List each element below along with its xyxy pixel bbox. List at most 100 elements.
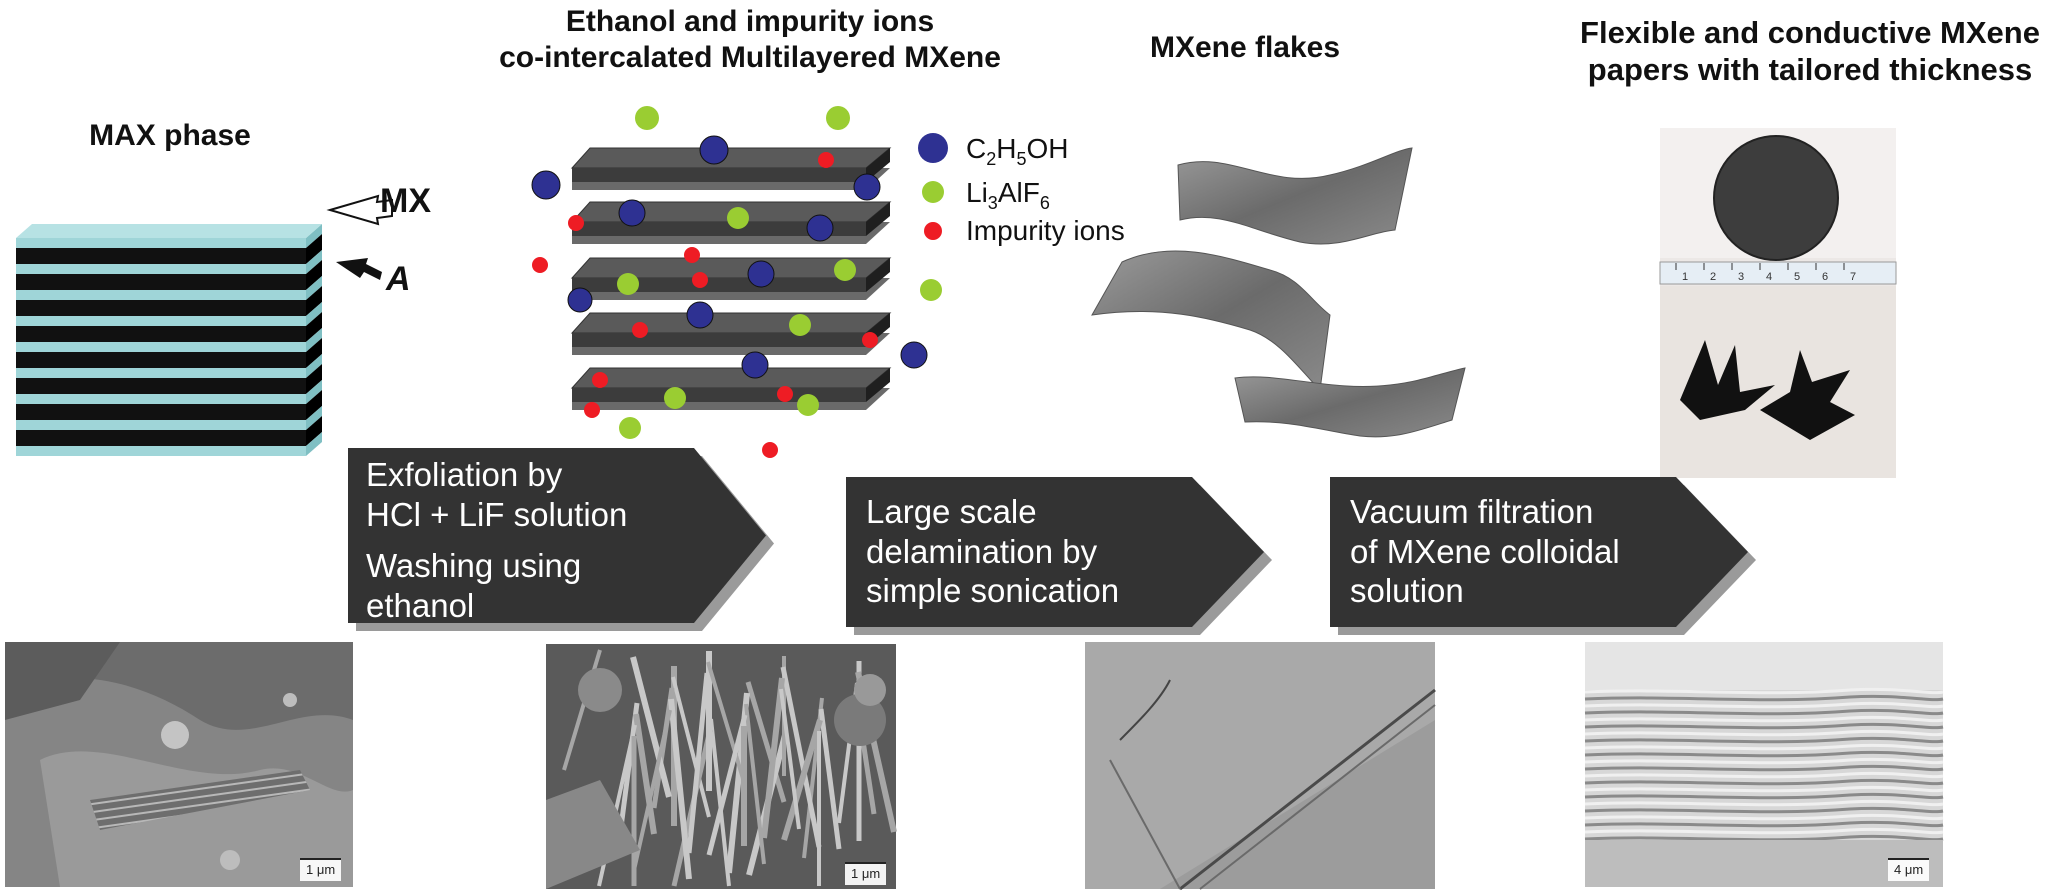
paper-layer: [1584, 764, 1944, 772]
max-layer-side: [306, 260, 322, 290]
ethanol-ion: [747, 260, 775, 288]
sem-image-max: [5, 642, 353, 887]
origami-left: [1680, 340, 1775, 420]
max-layer: [16, 404, 306, 420]
li3alf6-ion: [797, 394, 819, 416]
max-layer: [16, 264, 306, 274]
nanorod: [630, 656, 672, 798]
max-layer-side: [306, 312, 322, 342]
max-layer-side: [306, 354, 322, 378]
max-layer: [16, 274, 306, 290]
paper-layer: [1584, 792, 1944, 800]
legend-ethanol-swatch: [918, 133, 948, 163]
process-arrow-3: [1330, 477, 1748, 627]
impurity-ion: [532, 257, 548, 273]
impurity-ion: [692, 272, 708, 288]
mxene-sheet-side: [866, 368, 890, 402]
max-layer: [16, 248, 306, 264]
legend: C2H5OH Li3AlF6 Impurity ions: [918, 133, 1125, 246]
paper-layer: [1584, 785, 1944, 793]
max-layer-side: [306, 276, 322, 300]
paper-layer: [1584, 757, 1944, 765]
max-layer: [16, 342, 306, 352]
max-layer: [16, 352, 306, 368]
max-layer-side: [306, 224, 322, 248]
step-3-line-3: solution: [1350, 572, 1464, 610]
paper-layer: [1584, 687, 1944, 695]
paper-layer: [1584, 806, 1944, 814]
paper-layer: [1584, 778, 1944, 786]
papers-title: Flexible and conductive MXene papers wit…: [1540, 14, 2070, 88]
max-layer-side: [306, 380, 322, 404]
li3alf6-ion: [664, 387, 686, 409]
sem-image-paper: [1584, 642, 1944, 887]
ruler-tick-label: 3: [1738, 271, 1744, 283]
nanorod: [780, 666, 822, 848]
max-layer-side: [306, 416, 322, 446]
ethanol-ion: [741, 351, 769, 379]
step-1-line-1: Exfoliation by: [366, 456, 563, 493]
max-layer-side: [306, 390, 322, 420]
max-phase-title: MAX phase: [89, 119, 251, 152]
ethanol-ion: [567, 287, 593, 313]
max-layer: [16, 290, 306, 300]
max-layer-side: [306, 432, 322, 456]
paper-layer: [1584, 827, 1944, 835]
papers-title-line1: Flexible and conductive MXene: [1580, 15, 2040, 50]
process-arrows: [348, 448, 1756, 635]
li3alf6-ion: [617, 273, 639, 295]
li3alf6-ion: [789, 314, 811, 336]
li3alf6-ion: [834, 259, 856, 281]
ethanol-ion: [900, 341, 928, 369]
max-layer-side: [306, 234, 322, 264]
legend-impurity-swatch: [924, 222, 942, 240]
li3alf6-ion: [920, 279, 942, 301]
step-3-text: Vacuum filtration of MXene colloidal sol…: [1350, 492, 1620, 611]
nanorod: [781, 719, 823, 841]
paper-layer: [1584, 813, 1944, 821]
mxene-sheet-edge: [572, 388, 866, 402]
max-layer: [16, 394, 306, 404]
paper-layer: [1584, 736, 1944, 744]
ruler-tick-label: 7: [1850, 271, 1856, 283]
scale-bar-4: 4 μm: [1888, 858, 1930, 881]
max-layer-side: [306, 302, 322, 326]
impurity-ion: [592, 372, 608, 388]
paper-layer: [1584, 701, 1944, 709]
process-arrow-1: [348, 448, 766, 623]
paper-layer: [1584, 715, 1944, 723]
ethanol-ion: [531, 170, 561, 200]
max-layer-side: [306, 338, 322, 368]
flake-1: [1177, 147, 1413, 245]
a-label: A: [385, 260, 411, 298]
ethanol-ion: [699, 135, 729, 165]
step-2-line-3: simple sonication: [866, 572, 1120, 610]
ruler-tick-label: 6: [1822, 271, 1828, 283]
intercalated-title-line1: Ethanol and impurity ions: [565, 5, 935, 38]
paper-layer: [1584, 729, 1944, 737]
step-2-line-1: Large scale: [866, 493, 1037, 530]
impurity-ion: [777, 386, 793, 402]
max-layer: [16, 446, 306, 456]
ruler-tick-label: 5: [1794, 271, 1800, 283]
scale-bar-2: 1 μm: [845, 862, 887, 885]
flake-2: [1091, 250, 1331, 392]
ethanol-ion: [618, 199, 646, 227]
max-layer-side: [306, 364, 322, 394]
step-1-line-2: HCl + LiF solution: [366, 495, 628, 533]
max-layer-side: [306, 406, 322, 430]
max-layer: [16, 378, 306, 394]
paper-layer: [1584, 750, 1944, 758]
max-layer: [16, 368, 306, 378]
scale-bar-1: 1 μm: [300, 858, 342, 881]
paper-layer: [1584, 834, 1944, 842]
impurity-ion: [632, 322, 648, 338]
paper-layer: [1584, 694, 1944, 702]
step-2-line-2: delamination by: [866, 532, 1098, 570]
legend-li3alf6-label: Li3AlF6: [966, 177, 1050, 213]
paper-layer: [1584, 771, 1944, 779]
a-pointer: [336, 258, 382, 280]
paper-layer: [1584, 799, 1944, 807]
step-1-line-3: Washing using: [366, 547, 582, 585]
mxene-flakes: [1091, 147, 1466, 438]
